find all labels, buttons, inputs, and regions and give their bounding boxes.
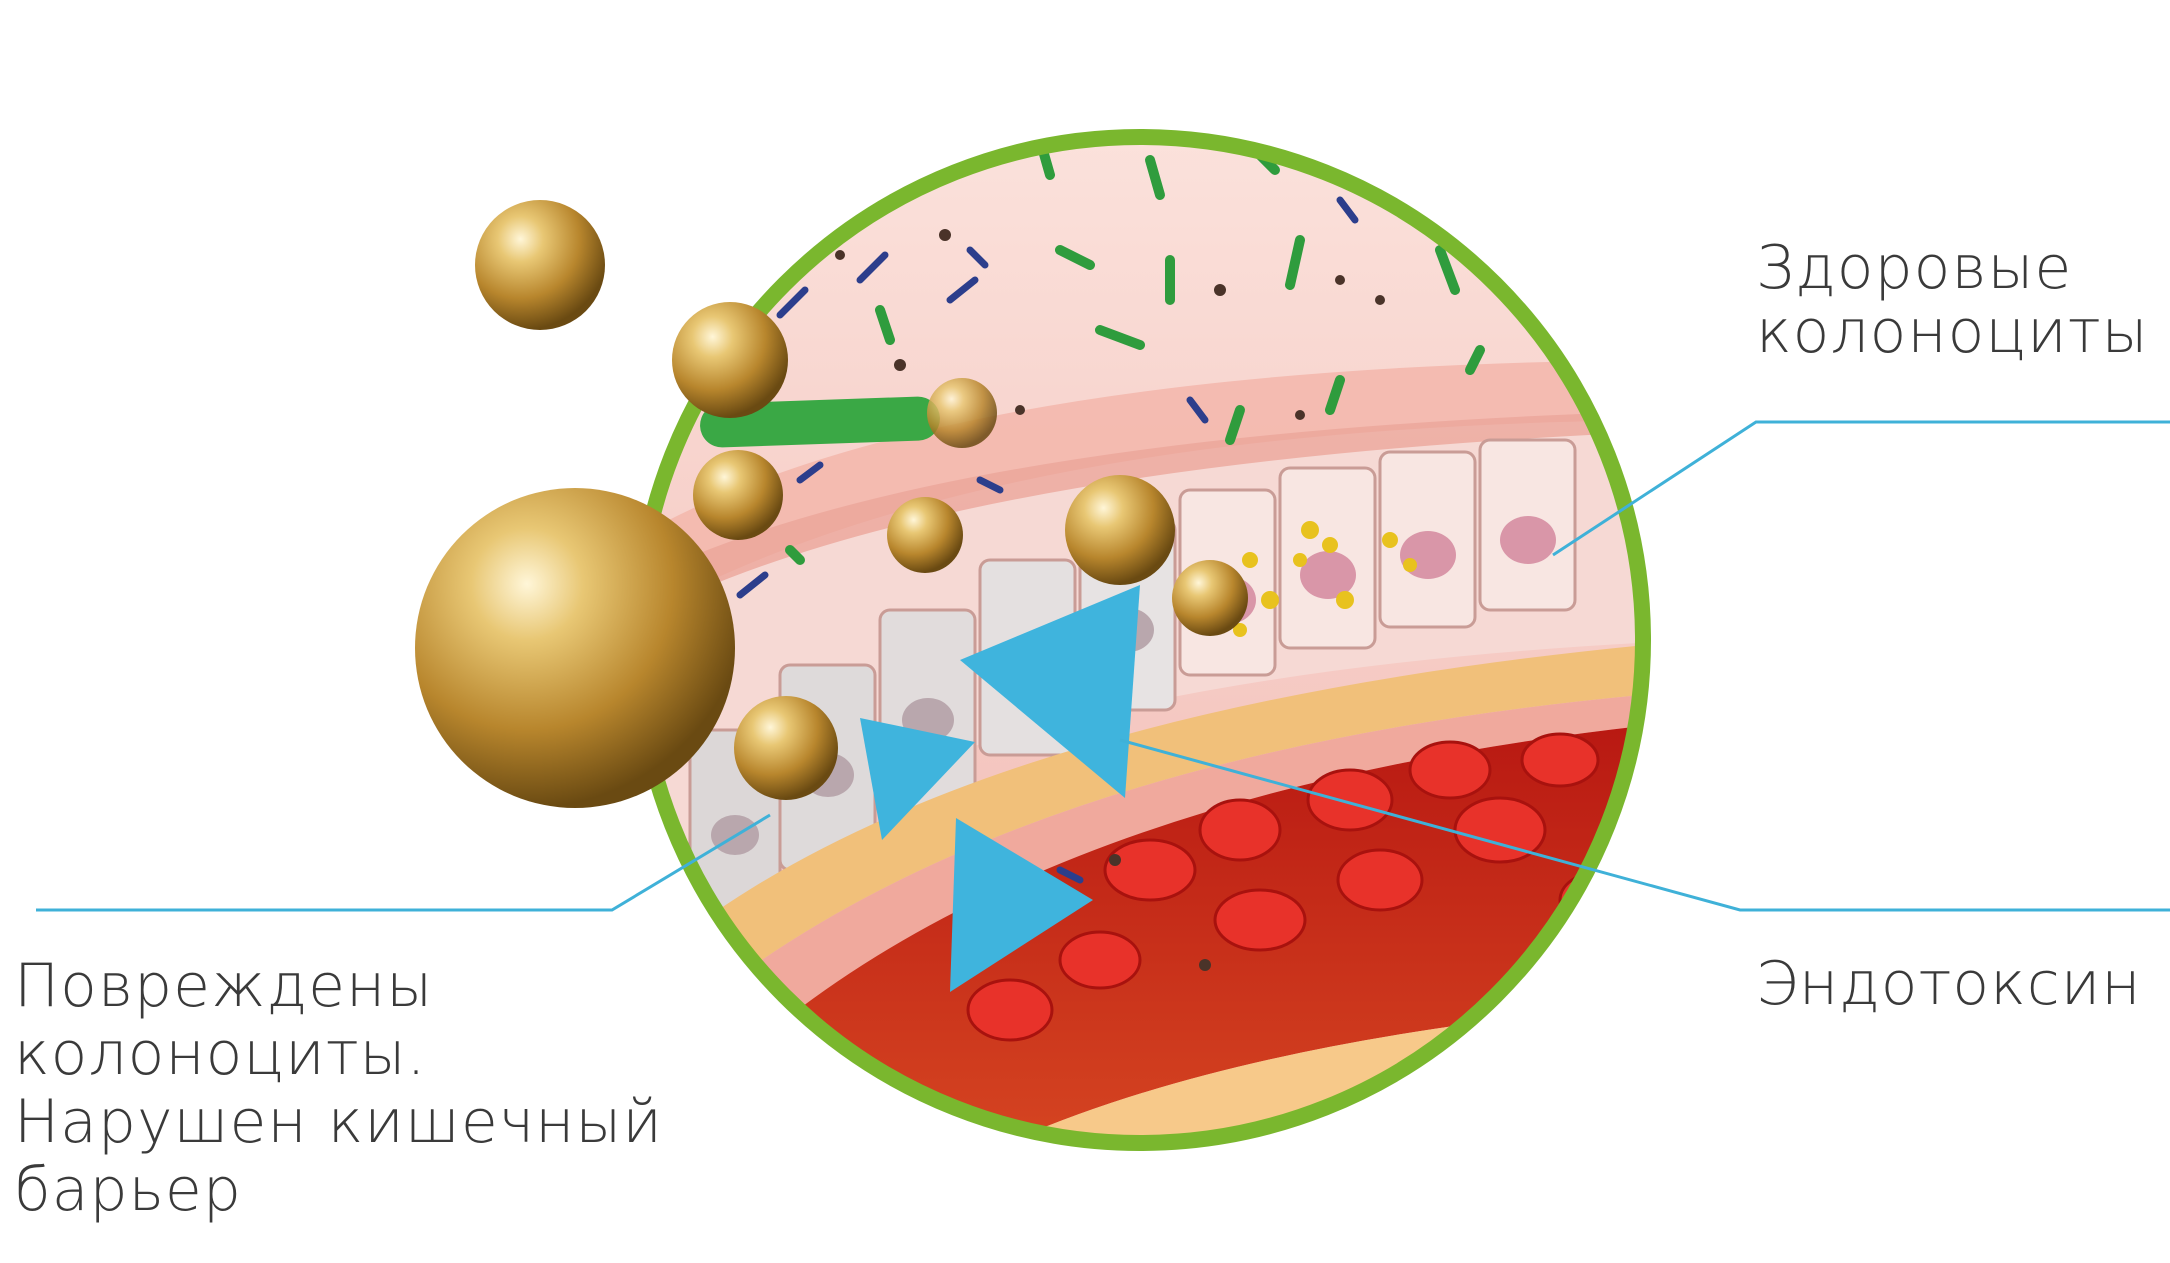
label-line: колоноциты [1756, 300, 2149, 364]
label-line: Здоровые [1756, 236, 2149, 300]
label-damaged-colonocytes: Повреждены колоноциты. Нарушен кишечный … [14, 952, 663, 1224]
label-endotoxin: Эндотоксин [1756, 952, 2141, 1016]
tissue-cross-section [600, 120, 1700, 1220]
label-line: Эндотоксин [1756, 952, 2141, 1016]
gold-sphere [734, 696, 838, 800]
gold-sphere-large [415, 488, 735, 808]
label-healthy-colonocytes: Здоровые колоноциты [1756, 236, 2149, 364]
label-line: Повреждены [14, 952, 663, 1020]
gold-sphere [1065, 475, 1175, 585]
label-line: Нарушен кишечный [14, 1088, 663, 1156]
gold-sphere [1172, 560, 1248, 636]
gold-sphere [672, 302, 788, 418]
gold-sphere [927, 378, 997, 448]
gold-sphere [475, 200, 605, 330]
label-line: колоноциты. [14, 1020, 663, 1088]
pointer-line-healthy [1553, 422, 2170, 555]
gold-sphere [887, 497, 963, 573]
pointer-line-damaged [36, 815, 770, 910]
label-line: барьер [14, 1156, 663, 1224]
gold-sphere [693, 450, 783, 540]
